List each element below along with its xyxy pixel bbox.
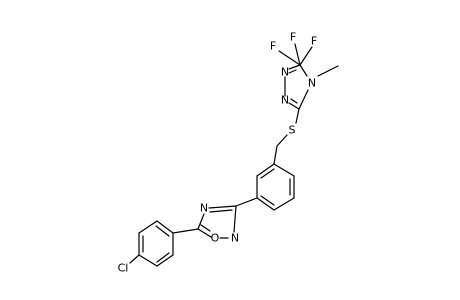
atom-s-thioether: S [289,124,296,137]
atom-f-top-right: F [311,35,317,48]
bond-ch2-benzene [273,145,278,165]
bond-triazole-n2-c3-double [290,98,298,104]
bond-c-f-left [278,50,301,66]
bond-aryl-c1-c2 [156,220,174,234]
bond-benzene-c3-c4 [273,197,295,211]
atom-n-oxadiazole-4: N [200,202,208,215]
bond-benzene-c4-c5-inner [260,195,275,206]
atom-f-top-left: F [290,31,296,44]
atom-labels: F F F N N N S N N O Cl [118,31,318,275]
bond-aryl-c5-c6-inner [156,252,170,263]
bond-s-ch2 [276,134,288,147]
bond-c-f-top-left [294,43,301,66]
bond-n-methyl [317,65,339,77]
atom-o-oxadiazole-1: O [211,232,220,245]
bond-oxadiazole-n4-c5 [197,213,205,230]
bond-c-f-top-right [299,46,313,66]
bond-oxadiazole-c5-o1 [197,228,212,238]
bond-triazole-c5-n1-double [288,69,297,74]
bond-c3-s [295,108,300,124]
bond-oxadiazole-c5-o1-double [200,224,211,232]
bond-triazole-c5-n4 [299,64,308,77]
bond-benzene-c4-c5 [256,197,275,211]
bond-aryl-c5-c6 [156,254,174,267]
atom-n-oxadiazole-2: N [231,232,239,245]
bond-oxadiazole-c3-n4 [208,205,237,209]
bond-triazole-n2-c3 [288,102,300,110]
bonds [129,43,339,267]
bond-triazole-c5-n1 [288,64,301,70]
atom-f-left: F [270,40,276,53]
atom-n-triazole-1: N [281,66,289,79]
atom-n-triazole-2: N [281,94,289,107]
bond-oxadiazole-c3-n4-double [209,209,233,213]
bond-benzene-c6-c1 [256,163,275,177]
bond-oxadiazole-c3-n2 [233,205,237,233]
atom-n-triazole-4: N [308,77,316,90]
atom-cl-aryl: Cl [118,262,129,275]
bond-benzene-oxadiazole [235,197,258,207]
bond-aryl-c-cl [129,254,140,264]
bond-oxadiazole-chlorophenyl [172,228,199,234]
bond-triazole-c3-n4 [298,89,309,110]
bond-aryl-c2-c3 [138,220,158,234]
bond-aryl-c4-c5 [138,254,158,267]
bond-benzene-c1-c2 [273,163,295,177]
bond-benzene-c6-c1-inner [260,168,275,179]
bond-aryl-c1-c2-inner [155,225,170,237]
